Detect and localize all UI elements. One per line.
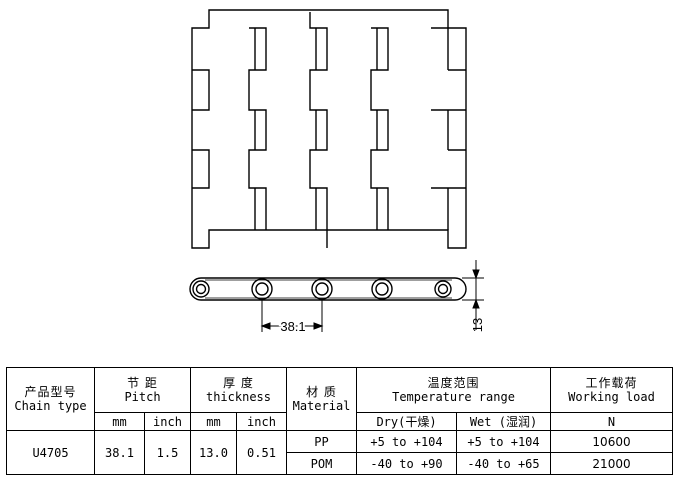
link-seam-2 — [309, 12, 328, 248]
table-row: U4705 38.1 1.5 13.0 0.51 PP +5 to +104 +… — [6, 430, 674, 475]
cell-thickness-mm: 13.0 — [190, 430, 237, 475]
link-seam-1 — [248, 27, 267, 230]
thickness-dimension — [462, 260, 484, 330]
cell-dry: +5 to +104 — [356, 430, 457, 453]
cell-wet: -40 to +65 — [455, 452, 552, 475]
unit-thickness-inch: inch — [236, 412, 287, 431]
unit-thickness-mm: mm — [190, 412, 237, 431]
cell-material: POM — [286, 452, 357, 475]
cell-pitch-mm: 38.1 — [94, 430, 145, 475]
header-wet: Wet (湿润) — [455, 412, 552, 431]
cell-load: 21000 — [550, 452, 674, 475]
chain-side-view — [189, 277, 467, 301]
header-pitch: 节 距 Pitch — [94, 367, 191, 413]
pin-4 — [371, 278, 393, 300]
header-temperature: 温度范围 Temperature range — [355, 367, 552, 413]
header-chain-type: 产品型号 Chain type — [6, 367, 95, 431]
pitch-dimension-label: 38.1 — [280, 319, 305, 334]
side-profile — [189, 277, 467, 301]
side-profile-inner — [205, 279, 452, 299]
header-dry: Dry(干燥) — [356, 412, 457, 431]
unit-pitch-inch: inch — [144, 412, 191, 431]
cell-dry: -40 to +90 — [356, 452, 457, 475]
link-seam-3 — [370, 27, 389, 230]
chain-top-view — [191, 9, 467, 249]
link-outline-left — [191, 9, 467, 249]
cell-pitch-inch: 1.5 — [144, 430, 191, 475]
pin-2 — [251, 278, 273, 300]
thickness-dimension-label: 13 — [470, 318, 485, 332]
cell-wet: +5 to +104 — [455, 430, 552, 453]
table-row: POM -40 to +90 -40 to +65 21000 — [7, 452, 674, 475]
pin-3 — [311, 278, 333, 300]
pin-5 — [434, 280, 452, 298]
header-thickness: 厚 度 thickness — [190, 367, 287, 413]
cell-thickness-inch: 0.51 — [236, 430, 287, 475]
chain-drawing: 38.1 13 — [189, 9, 485, 336]
cell-chain-type: U4705 — [6, 430, 95, 475]
cell-material: PP — [286, 430, 357, 453]
edge-notches — [192, 27, 466, 230]
unit-pitch-mm: mm — [94, 412, 145, 431]
pitch-dimension — [260, 300, 324, 332]
header-material: 材 质 Material — [286, 367, 357, 431]
cell-load: 10600 — [550, 430, 674, 453]
pin-1 — [192, 280, 210, 298]
unit-load: N — [550, 412, 674, 431]
spec-table: 产品型号 Chain type 节 距 Pitch 厚 度 thickness … — [6, 367, 674, 475]
header-working-load: 工作载荷 Working load — [550, 367, 674, 413]
